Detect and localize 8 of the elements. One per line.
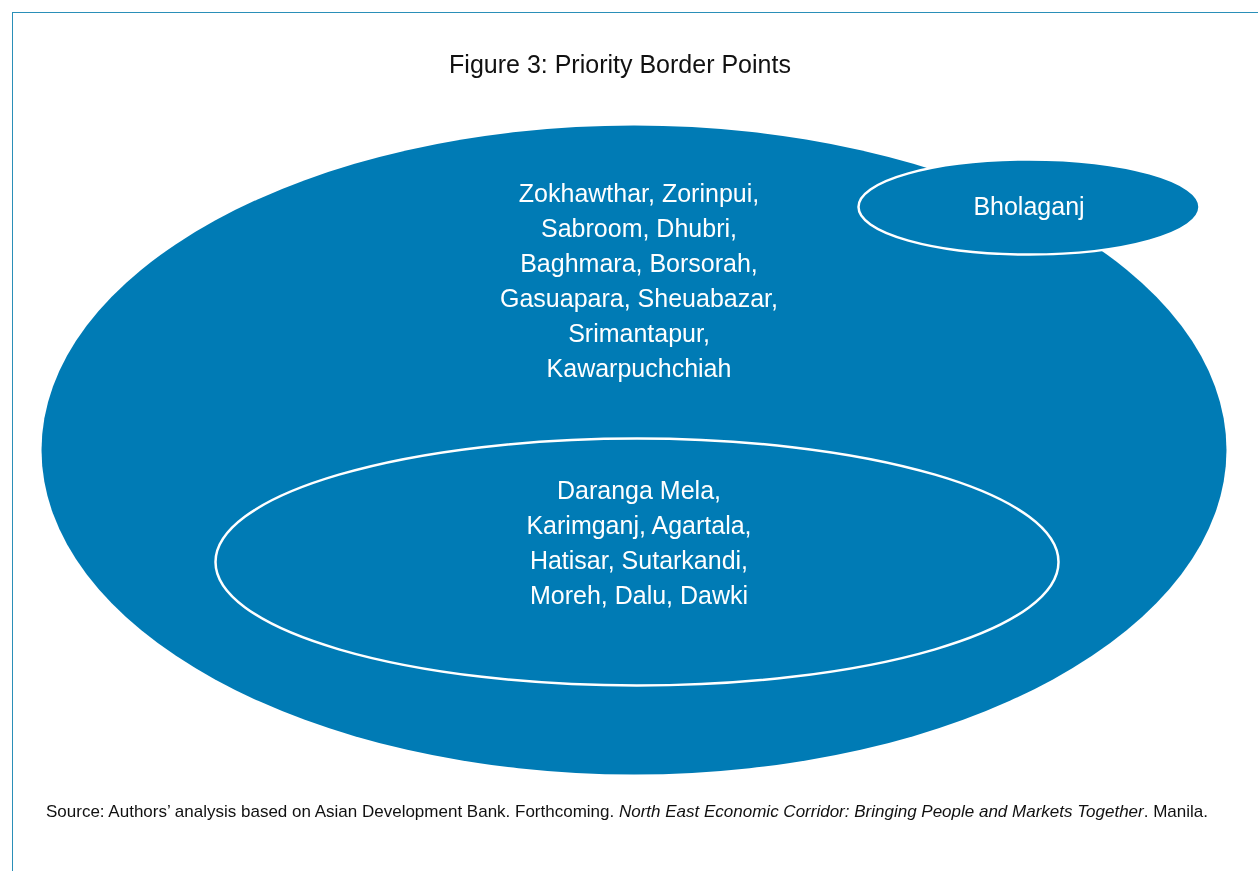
inner-ellipse	[214, 437, 1060, 687]
source-note: Source: Authors’ analysis based on Asian Development Bank. Forthcoming. North East Economic Corridor: Bringing People and Markets Together. Manila.	[46, 801, 1209, 823]
figure-title: Figure 3: Priority Border Points	[448, 50, 792, 79]
outer-ellipse	[40, 124, 1228, 776]
overlapping-ellipse	[857, 158, 1201, 256]
place-list: Bholaganj	[897, 189, 1161, 224]
place-list: Zokhawthar, Zorinpui, Sabroom, Dhubri, Baghmara, Borsorah, Gasuapara, Sheuabazar, Srimantapur, Kawarpuchchiah	[484, 176, 794, 386]
place-list: Daranga Mela, Karimganj, Agartala, Hatisar, Sutarkandi, Moreh, Dalu, Dawki	[514, 473, 764, 613]
